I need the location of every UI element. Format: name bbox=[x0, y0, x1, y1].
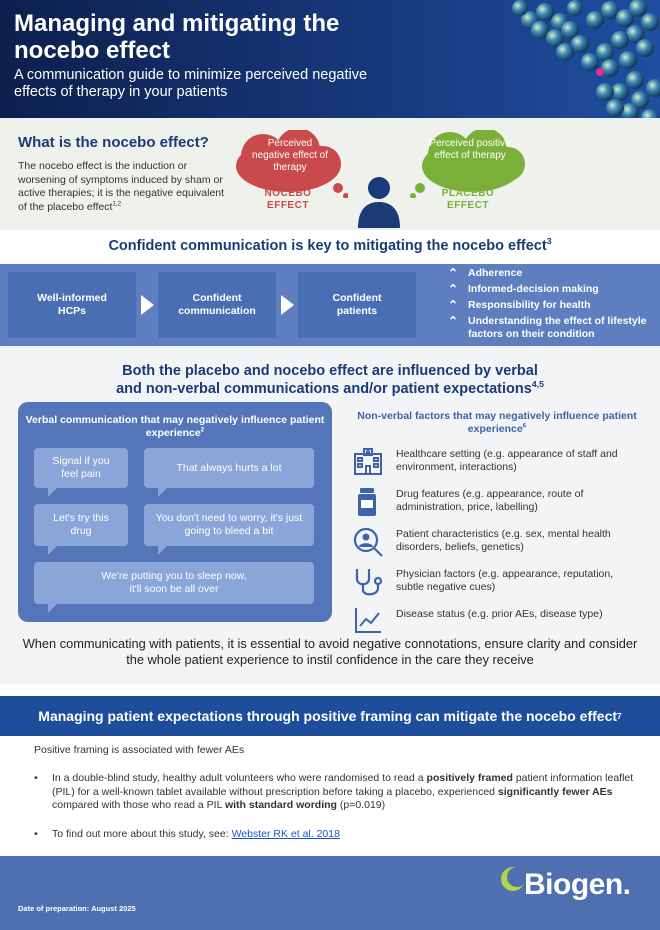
confident-title: Confident communication is key to mitiga… bbox=[0, 236, 660, 254]
outcome-text: Adherence bbox=[468, 267, 523, 279]
outcome-text: Responsibility for health bbox=[468, 299, 591, 311]
what-is-section: What is the nocebo effect? The nocebo ef… bbox=[0, 118, 660, 230]
study-text-bold: significantly fewer AEs bbox=[497, 785, 613, 798]
study-text: compared with those who read a PIL bbox=[52, 799, 225, 811]
chart-icon bbox=[355, 608, 381, 633]
nonverbal-title-text: Non-verbal factors that may negatively i… bbox=[357, 410, 637, 435]
verbal-panel: Verbal communication that may negatively… bbox=[18, 402, 332, 622]
page-title: Managing and mitigating the nocebo effec… bbox=[14, 10, 340, 64]
confident-title-text: Confident communication is key to mitiga… bbox=[108, 238, 547, 254]
flow-step-communication: Confident communication bbox=[158, 272, 276, 338]
factor-item: Disease status (e.g. prior AEs, disease … bbox=[352, 604, 642, 640]
study-text: patient information leaflet (PIL) for a … bbox=[52, 772, 634, 798]
hospital-icon bbox=[354, 448, 382, 475]
chevron-up-icon: ⌃ bbox=[448, 266, 459, 280]
stethoscope-icon bbox=[355, 569, 383, 596]
managing-title-text: Managing patient expectations through po… bbox=[38, 708, 618, 724]
page-subtitle: A communication guide to minimize percei… bbox=[14, 67, 368, 100]
arrow-icon bbox=[141, 295, 154, 315]
factor-text: Healthcare setting (e.g. appearance of s… bbox=[396, 448, 618, 473]
date-of-preparation: Date of preparation: August 2025 bbox=[18, 904, 136, 913]
factor-text: Disease status (e.g. prior AEs, disease … bbox=[396, 608, 603, 620]
what-is-text: The nocebo effect is the induction or wo… bbox=[18, 160, 225, 213]
factor-text: Patient characteristics (e.g. sex, menta… bbox=[396, 528, 611, 553]
placebo-effect-label: PLACEBO EFFECT bbox=[441, 188, 495, 211]
outcome-text: Understanding the effect of lifestyle fa… bbox=[468, 315, 647, 340]
verbal-title: Verbal communication that may negatively… bbox=[18, 414, 332, 440]
biogen-logo-icon bbox=[501, 867, 526, 891]
arrow-icon bbox=[281, 295, 294, 315]
influence-ref: 4,5 bbox=[531, 379, 544, 390]
influence-title-line1: Both the placebo and nocebo effect are i… bbox=[122, 363, 538, 379]
placebo-cloud-icon bbox=[410, 130, 525, 198]
speech-bubble: We're putting you to sleep now, it'll so… bbox=[34, 562, 314, 613]
chevron-up-icon: ⌃ bbox=[448, 282, 459, 296]
influence-title-line2: and non-verbal communications and/or pat… bbox=[116, 381, 532, 397]
flow-step-patients: Confident patients bbox=[298, 272, 416, 338]
nocebo-cloud-text: Perceived negative effect of therapy bbox=[252, 138, 328, 173]
person-search-icon bbox=[353, 527, 383, 557]
chevron-up-icon: ⌃ bbox=[448, 314, 459, 328]
bullet-dot: • bbox=[34, 772, 38, 784]
outcome-item: ⌃ Informed-decision making bbox=[442, 283, 656, 296]
managing-title: Managing patient expectations through po… bbox=[0, 696, 660, 736]
more-info-text: To find out more about this study, see: bbox=[52, 828, 232, 840]
factor-item: Drug features (e.g. appearance, route of… bbox=[352, 486, 642, 522]
pill-bottle-icon bbox=[358, 488, 376, 516]
speech-bubble: Signal if you feel pain bbox=[34, 448, 128, 497]
what-is-body: The nocebo effect is the induction or wo… bbox=[18, 160, 228, 214]
verbal-title-text: Verbal communication that may negatively… bbox=[25, 414, 325, 439]
factor-text: Physician factors (e.g. appearance, repu… bbox=[396, 568, 614, 593]
study-text: In a double-blind study, healthy adult v… bbox=[52, 772, 427, 784]
study-link[interactable]: Webster RK et al. 2018 bbox=[231, 828, 340, 840]
influence-title: Both the placebo and nocebo effect are i… bbox=[0, 362, 660, 398]
positive-framing-intro: Positive framing is associated with fewe… bbox=[34, 744, 245, 756]
study-bullet: • In a double-blind study, healthy adult… bbox=[34, 772, 634, 813]
outcome-list: ⌃ Adherence ⌃ Informed-decision making ⌃ Re… bbox=[442, 267, 656, 344]
study-text-bold: with standard wording bbox=[224, 799, 337, 811]
person-icon bbox=[358, 177, 400, 228]
outcome-item: ⌃ Adherence bbox=[442, 267, 656, 280]
biogen-logo: Biogen. bbox=[524, 868, 631, 901]
placebo-cloud-text: Perceived positive effect of therapy bbox=[429, 138, 511, 161]
more-info-bullet: • To find out more about this study, see… bbox=[34, 828, 634, 842]
outcome-text: Informed-decision making bbox=[468, 283, 599, 295]
study-text: (p=0.019) bbox=[336, 799, 386, 811]
factor-item: Patient characteristics (e.g. sex, menta… bbox=[352, 526, 642, 562]
what-is-ref: 1,2 bbox=[112, 200, 122, 207]
chevron-up-icon: ⌃ bbox=[448, 298, 459, 312]
nonverbal-title: Non-verbal factors that may negatively i… bbox=[352, 410, 642, 436]
outcome-item: ⌃ Responsibility for health bbox=[442, 299, 656, 312]
molecule-illustration bbox=[512, 0, 660, 118]
confident-ref: 3 bbox=[546, 236, 552, 247]
factor-item: Physician factors (e.g. appearance, repu… bbox=[352, 566, 642, 602]
factor-text: Drug features (e.g. appearance, route of… bbox=[396, 488, 584, 513]
speech-bubble: Let's try this drug bbox=[34, 504, 128, 555]
closing-statement: When communicating with patients, it is … bbox=[22, 636, 638, 667]
footer: Biogen. Date of preparation: August 2025 bbox=[0, 856, 660, 930]
verbal-ref: 2 bbox=[200, 426, 205, 434]
managing-body bbox=[0, 736, 660, 844]
outcome-item: ⌃ Understanding the effect of lifestyle f… bbox=[442, 315, 656, 341]
flow-step-hcps: Well-informed HCPs bbox=[8, 272, 136, 338]
bullet-dot: • bbox=[34, 828, 38, 840]
speech-bubble: You don't need to worry, it's just going… bbox=[144, 504, 314, 555]
speech-bubble: That always hurts a lot bbox=[144, 448, 314, 497]
factor-item: Healthcare setting (e.g. appearance of s… bbox=[352, 446, 642, 482]
study-text-bold: positively framed bbox=[426, 772, 513, 784]
nocebo-cloud-icon bbox=[236, 130, 348, 198]
nocebo-effect-label: NOCEBO EFFECT bbox=[264, 188, 312, 211]
what-is-title: What is the nocebo effect? bbox=[18, 134, 209, 151]
header-banner: Managing and mitigating the nocebo effec… bbox=[0, 0, 660, 118]
nonverbal-ref: 6 bbox=[522, 422, 527, 430]
